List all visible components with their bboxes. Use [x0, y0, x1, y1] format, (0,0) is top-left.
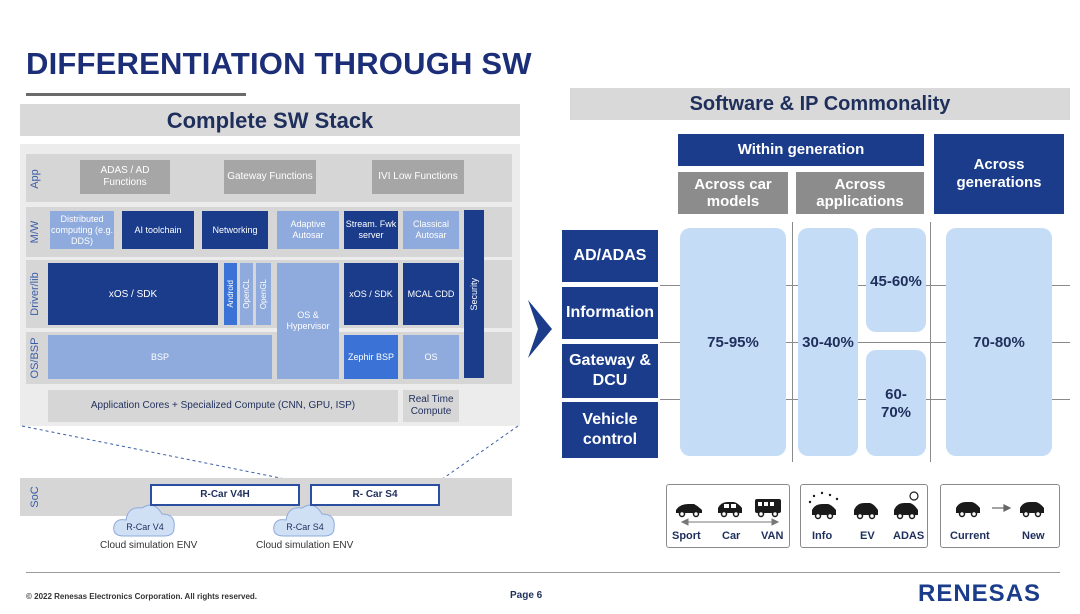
env-label-1: Cloud simulation ENV — [100, 540, 198, 551]
mw-box-classical-autosar: Classical Autosar — [403, 211, 459, 249]
driver-box-mcal-cdd: MCAL CDD — [403, 263, 459, 325]
mw-box-distributed: Distributed computing (e.g. DDS) — [50, 211, 114, 249]
grid-line — [660, 342, 1070, 343]
zoom-dashed-lines — [21, 425, 519, 483]
os-box-os: OS — [403, 335, 459, 379]
os-box-zephir-bsp: Zephir BSP — [344, 335, 398, 379]
driver-box-os-hypervisor: OS & Hypervisor — [277, 263, 339, 379]
security-bar: Security — [464, 210, 484, 378]
pct-app-bottom: 60- 70% — [880, 386, 912, 421]
header-within-generation: Within generation — [678, 134, 924, 166]
page-title: DIFFERENTIATION THROUGH SW — [26, 46, 532, 81]
os-box-bsp: BSP — [48, 335, 272, 379]
car-icons-group3 — [956, 502, 1044, 518]
mw-box-networking: Networking — [202, 211, 268, 249]
pct-across-generations: 70-80% — [973, 334, 1025, 351]
ev-car-icon — [854, 503, 878, 520]
new-car-icon — [1020, 502, 1044, 518]
copyright-text: © 2022 Renesas Electronics Corporation. … — [26, 592, 258, 601]
grid-line — [930, 222, 931, 462]
soc-chip-s4: R- Car S4 — [310, 484, 440, 506]
icon-label-van: VAN — [761, 530, 784, 542]
cloud-label-v4: R-Car V4 — [126, 522, 164, 532]
pill-app-top — [866, 228, 926, 332]
zoom-line-right — [437, 425, 519, 483]
icon-label-info: Info — [812, 530, 833, 542]
commonality-header: Software & IP Commonality — [570, 88, 1070, 120]
app-box-ivi: IVI Low Functions — [372, 160, 464, 194]
header-across-generations: Across generations — [934, 134, 1064, 214]
soc-label: SoC — [29, 486, 41, 508]
renesas-logo: RENESAS — [918, 580, 1042, 607]
pct-across-models: 75-95% — [707, 334, 759, 351]
header-across-applications: Across applications — [796, 172, 924, 214]
info-car-icon — [808, 491, 839, 520]
header-across-models: Across car models — [678, 172, 788, 214]
van-icon — [755, 499, 781, 518]
zoom-line-left — [21, 425, 301, 483]
icon-label-new: New — [1022, 530, 1045, 542]
pct-app-top: 45-60% — [870, 273, 922, 290]
grid-line — [660, 399, 1070, 400]
app-box-gateway: Gateway Functions — [224, 160, 316, 194]
mw-box-adaptive-autosar: Adaptive Autosar — [277, 211, 339, 249]
pill-across-models — [680, 228, 786, 456]
driver-box-xos-sdk-rt: xOS / SDK — [344, 263, 398, 325]
cloud-icon — [113, 504, 175, 537]
mw-box-stream-server: Stream. Fwk server — [344, 211, 398, 249]
cloud-icon — [273, 504, 335, 537]
app-box-adas: ADAS / AD Functions — [80, 160, 170, 194]
grid-line — [660, 285, 1070, 286]
car-icon — [718, 502, 742, 518]
pill-app-bottom — [866, 350, 926, 456]
title-underline — [26, 93, 246, 96]
footer-divider — [26, 572, 1060, 573]
driver-box-opengl: OpenGL — [256, 263, 271, 325]
arrow-right-icon — [992, 504, 1012, 512]
driver-box-android: Android — [224, 263, 237, 325]
chevron-right-icon — [528, 300, 552, 358]
page-number: Page 6 — [510, 590, 543, 601]
icon-label-sport: Sport — [672, 530, 701, 542]
pill-across-applications — [798, 228, 858, 456]
icon-label-adas: ADAS — [893, 530, 925, 542]
compute-app-cores: Application Cores + Specialized Compute … — [48, 390, 398, 422]
row-label-information: Information — [562, 287, 658, 339]
env-label-2: Cloud simulation ENV — [256, 540, 354, 551]
cloud-label-s4: R-Car S4 — [286, 522, 324, 532]
driver-box-opencl: OpenCL — [240, 263, 253, 325]
adas-car-icon — [894, 491, 919, 520]
row-label-gateway-dcu: Gateway & DCU — [562, 344, 658, 398]
soc-chip-v4h: R-Car V4H — [150, 484, 300, 506]
grid-line — [792, 222, 793, 462]
pct-across-applications: 30-40% — [802, 334, 854, 351]
icon-group-applications — [800, 484, 928, 548]
driver-box-xos-sdk: xOS / SDK — [48, 263, 218, 325]
compute-real-time: Real Time Compute — [403, 390, 459, 422]
icon-label-ev: EV — [860, 530, 875, 542]
icon-label-car: Car — [722, 530, 741, 542]
double-arrow-icon — [680, 518, 780, 526]
sport-car-icon — [676, 504, 702, 518]
car-icons-group1 — [676, 499, 781, 526]
mw-box-ai-toolchain: AI toolchain — [122, 211, 194, 249]
pill-across-generations — [946, 228, 1052, 456]
stack-header: Complete SW Stack — [20, 104, 520, 136]
row-label-ad-adas: AD/ADAS — [562, 230, 658, 282]
current-car-icon — [956, 502, 980, 518]
row-label-vehicle-control: Vehicle control — [562, 402, 658, 458]
icon-group-vehicle-types — [666, 484, 790, 548]
icon-label-current: Current — [950, 530, 990, 542]
car-icons-group2 — [808, 491, 919, 520]
